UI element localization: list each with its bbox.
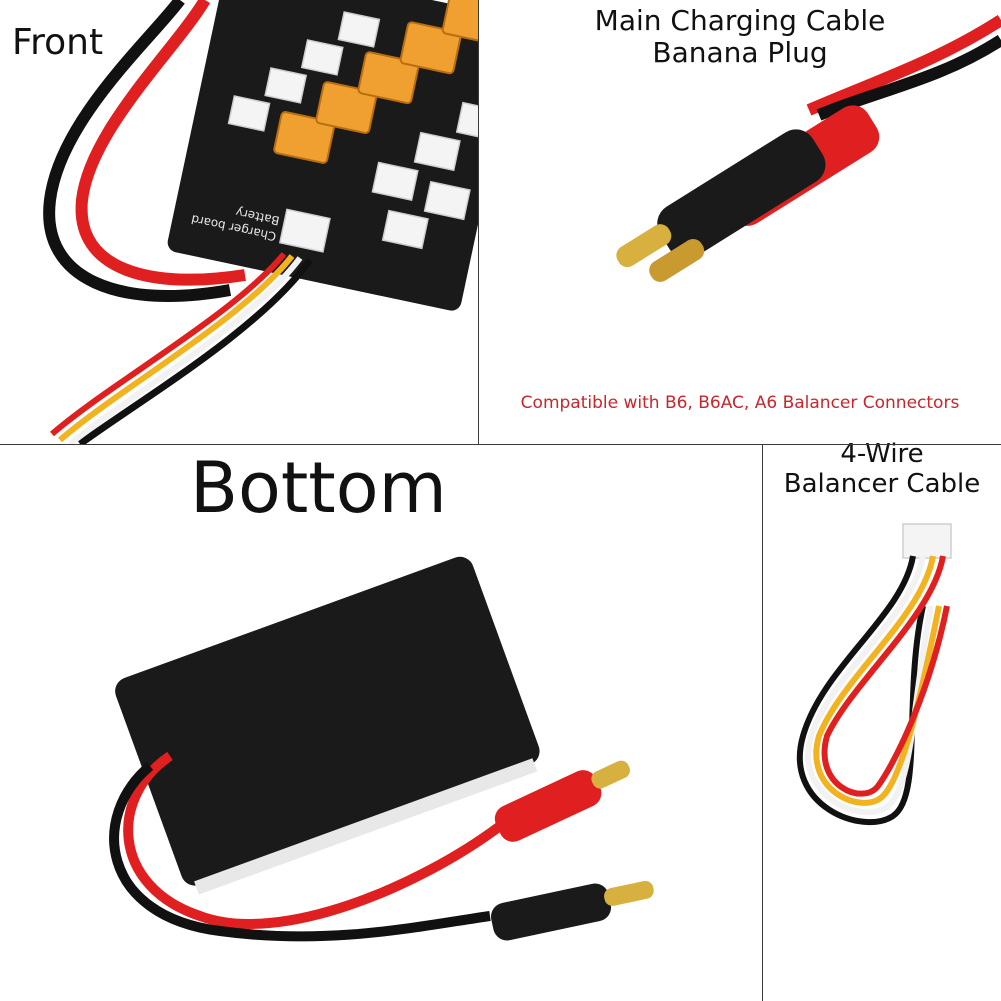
balance-socket (455, 101, 478, 142)
red-banana-plug (494, 770, 602, 842)
lead-red-wire (50, 252, 287, 437)
front-panel: Battery Charger board Front (0, 0, 478, 444)
board-edge-sockets (194, 758, 538, 895)
divider-horizontal (0, 444, 1001, 445)
xt-connector (399, 21, 462, 75)
banana-plug-photo (616, 14, 1001, 282)
divider-vertical-top (478, 0, 479, 444)
balance-socket (381, 209, 429, 250)
balance-socket (413, 131, 461, 172)
main-cable-label-line2: Banana Plug (652, 36, 828, 70)
black-cable (816, 34, 1001, 121)
red-cable (806, 14, 1001, 116)
red-cable (123, 751, 503, 929)
divider-vertical-bottom (762, 445, 763, 1001)
main-cable-label: Main Charging Cable Banana Plug (479, 4, 1001, 70)
main-cable-panel: Main Charging Cable Banana Plug Compatib… (479, 0, 1001, 444)
gold-pin (604, 880, 654, 906)
red-wire (75, 0, 246, 286)
compatibility-note: Compatible with B6, B6AC, A6 Balancer Co… (520, 393, 960, 413)
balance-socket (264, 67, 308, 104)
xt-connector (357, 51, 420, 105)
board-bottom-photo (109, 556, 654, 942)
balance-socket (371, 161, 419, 202)
lead-white-wire (68, 256, 303, 444)
main-cable-label-line1: Main Charging Cable (594, 4, 886, 37)
balance-socket (227, 95, 271, 132)
balancer-panel (763, 446, 1001, 1001)
bottom-label: Bottom (190, 447, 447, 529)
red-wire (821, 555, 950, 797)
balancer-label: 4-Wire Balancer Cable (763, 439, 1001, 500)
black-cable (109, 762, 491, 942)
lead-yellow-wire (58, 254, 295, 443)
board-bottom-cover (115, 556, 540, 886)
balance-plug (902, 523, 952, 559)
balance-socket (300, 39, 344, 76)
front-label: Front (12, 22, 104, 63)
balance-socket (423, 180, 471, 221)
xt-connector (273, 111, 336, 164)
xt-connector (441, 0, 478, 45)
black-banana-plug (491, 883, 612, 941)
gold-pin (616, 224, 672, 268)
balance-socket (278, 208, 331, 253)
balancer-cable-photo (797, 523, 952, 826)
bottom-panel (0, 446, 762, 1001)
gold-pin (591, 760, 630, 789)
black-wire (43, 0, 232, 302)
gold-pin (649, 239, 705, 282)
balancer-label-line2: Balancer Cable (783, 468, 981, 499)
black-plug (657, 129, 826, 259)
balance-socket (337, 11, 381, 48)
lead-black-wire (77, 257, 313, 444)
board-front-photo: Battery Charger board (43, 0, 478, 444)
xt-connector (315, 81, 378, 134)
